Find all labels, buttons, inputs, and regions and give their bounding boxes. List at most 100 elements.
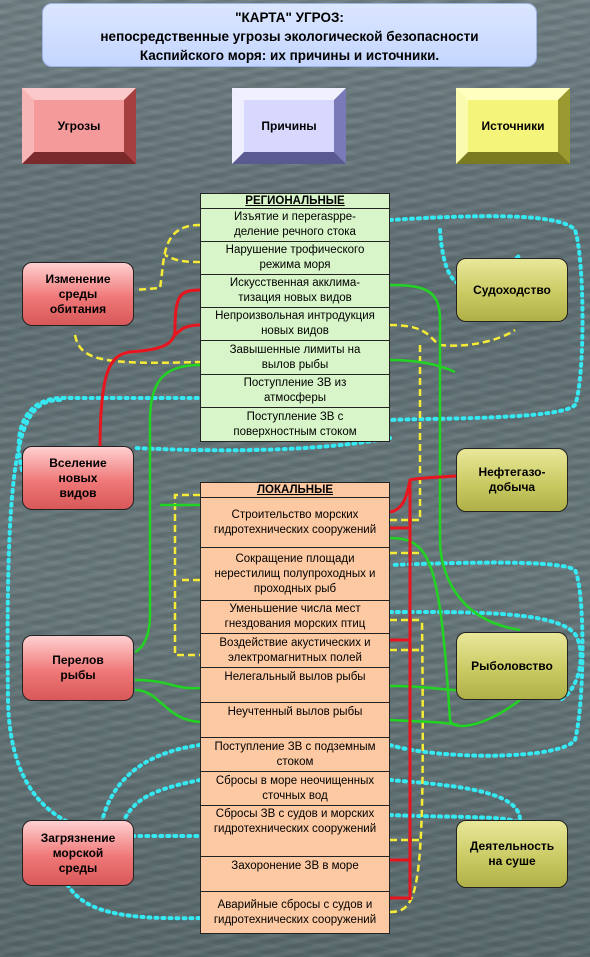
legend-sources: Источники [456,88,570,164]
threat-label: новых [58,470,98,485]
threat-label: среды [58,860,98,875]
cause-text: новых видов [261,325,329,337]
cause-text: режима моря [259,259,331,271]
source-fishing: Рыболовство [456,632,568,700]
threat-label: Вселение [49,455,107,470]
cause-text: Изъятие и переraspре- [233,211,356,223]
cause-text: Непроизвольная интродукция [215,310,375,322]
yellow-line [389,323,516,347]
regional-cause: Непроизвольная интродукция новых видов [200,307,390,341]
title-line-3: Каспийского моря: их причины и источники… [139,48,440,63]
threat-label: Загрязнение [40,830,116,845]
yellow-line [134,223,201,292]
cyan-line [133,436,392,453]
threat-label: среды [58,286,98,301]
cyan-line [388,214,585,422]
cyan-line [118,778,202,832]
cause-text: деление речного стока [234,226,356,238]
cause-text: электромагнитных полей [228,651,362,664]
source-label: Рыболовство [471,658,553,673]
cause-text: Сбросы ЗВ с судов и морских [215,808,375,820]
cause-text: нерестилищ полупроходных и [214,567,376,580]
green-line [134,363,201,654]
source-shipping: Судоходство [456,258,568,322]
red-line [389,474,457,514]
green-line [134,688,201,724]
cause-text: стоком [276,755,314,768]
regional-cause: Искусственная акклима-тизация новых видо… [200,274,390,308]
diagram-title: "КАРТА" УГРОЗ: непосредственные угрозы э… [42,3,537,67]
source-label: Судоходство [473,282,551,297]
red-line [173,323,201,337]
yellow-line [164,253,201,264]
green-line [389,358,456,374]
green-line [389,718,459,727]
local-cause: Сбросы в море неочищенных сточных вод [200,771,390,806]
cyan-line [388,609,583,702]
cause-text: Аварийные сбросы с судов и [217,898,373,911]
local-cause: Сбросы ЗВ с судов и морских гидротехничес… [200,805,390,857]
yellow-line [389,619,425,914]
local-cause: Уменьшение числа мест гнездования морских… [200,600,390,634]
cyan-line [98,743,202,832]
green-line [389,536,521,728]
cause-text: Поступление ЗВ из [243,377,347,389]
cause-text: атмосферы [264,392,326,404]
cause-text: гнездования морских птиц [224,618,366,630]
cause-text: Поступление ЗВ с [246,410,344,423]
cause-text: Сбросы в море неочищенных [215,774,375,787]
local-cause: Поступление ЗВ с подземным стоком [200,737,390,772]
cause-text: Неучтенный вылов рыбы [227,706,363,718]
threat-label: Перелов [52,653,104,667]
legend-causes: Причины [232,88,346,164]
legend-threats-label: Угрозы [57,119,101,133]
regional-cause: Нарушение трофического режима моря [200,241,390,275]
local-header: ЛОКАЛЬНЫЕ [200,482,390,498]
legend-threats: Угрозы [22,88,136,164]
cause-text: тизация новых видов [238,292,352,304]
local-cause: Сокращение площади нерестилищ полупроходн… [200,547,390,601]
cause-text: Воздействие акустических и [219,636,371,649]
cause-text: Уменьшение числа мест [229,603,361,615]
source-label: Деятельность [469,839,555,853]
cause-text: гидротехнических сооружений [213,913,377,926]
regional-header: РЕГИОНАЛЬНЫЕ [200,193,390,209]
threat-label: обитания [49,301,107,316]
local-cause: Аварийные сбросы с судов и гидротехническ… [200,891,390,934]
cause-text: сточных вод [262,789,328,802]
regional-cause: Поступление ЗВ из атмосферы [200,374,390,408]
threat-label: рыбы [60,668,96,682]
cause-text: Нарушение трофического [225,244,365,256]
source-oil-gas: Нефтегазо-добыча [456,448,568,512]
local-cause: Нелегальный вылов рыбы [200,667,390,703]
yellow-line [173,493,200,657]
title-line-2: непосредственные угрозы экологической бе… [100,29,479,44]
local-cause: Воздействие акустических и электромагнитн… [200,633,390,668]
title-line-1: "КАРТА" УГРОЗ: [235,10,344,25]
threat-label: Изменение [45,271,111,286]
source-label: на суше [488,854,536,868]
cause-text: Нелегальный вылов рыбы [224,671,366,683]
cause-text: Захоронение ЗВ в море [231,860,359,872]
cause-text: гидротехнических сооружений [213,823,377,835]
cause-text: Сокращение площади [235,552,355,565]
green-line [389,283,521,632]
local-cause: Захоронение ЗВ в море [200,856,390,892]
red-line [98,288,201,451]
cause-text: Поступление ЗВ с подземным [214,740,376,753]
regional-cause: Изъятие и переraspре-деление речного сто… [200,208,390,242]
threat-label: видов [59,485,97,500]
cause-text: вылов рыбы [261,358,329,371]
yellow-line [390,345,422,522]
green-line [134,678,201,690]
threat-label: морской [52,845,104,860]
yellow-line [73,334,201,365]
